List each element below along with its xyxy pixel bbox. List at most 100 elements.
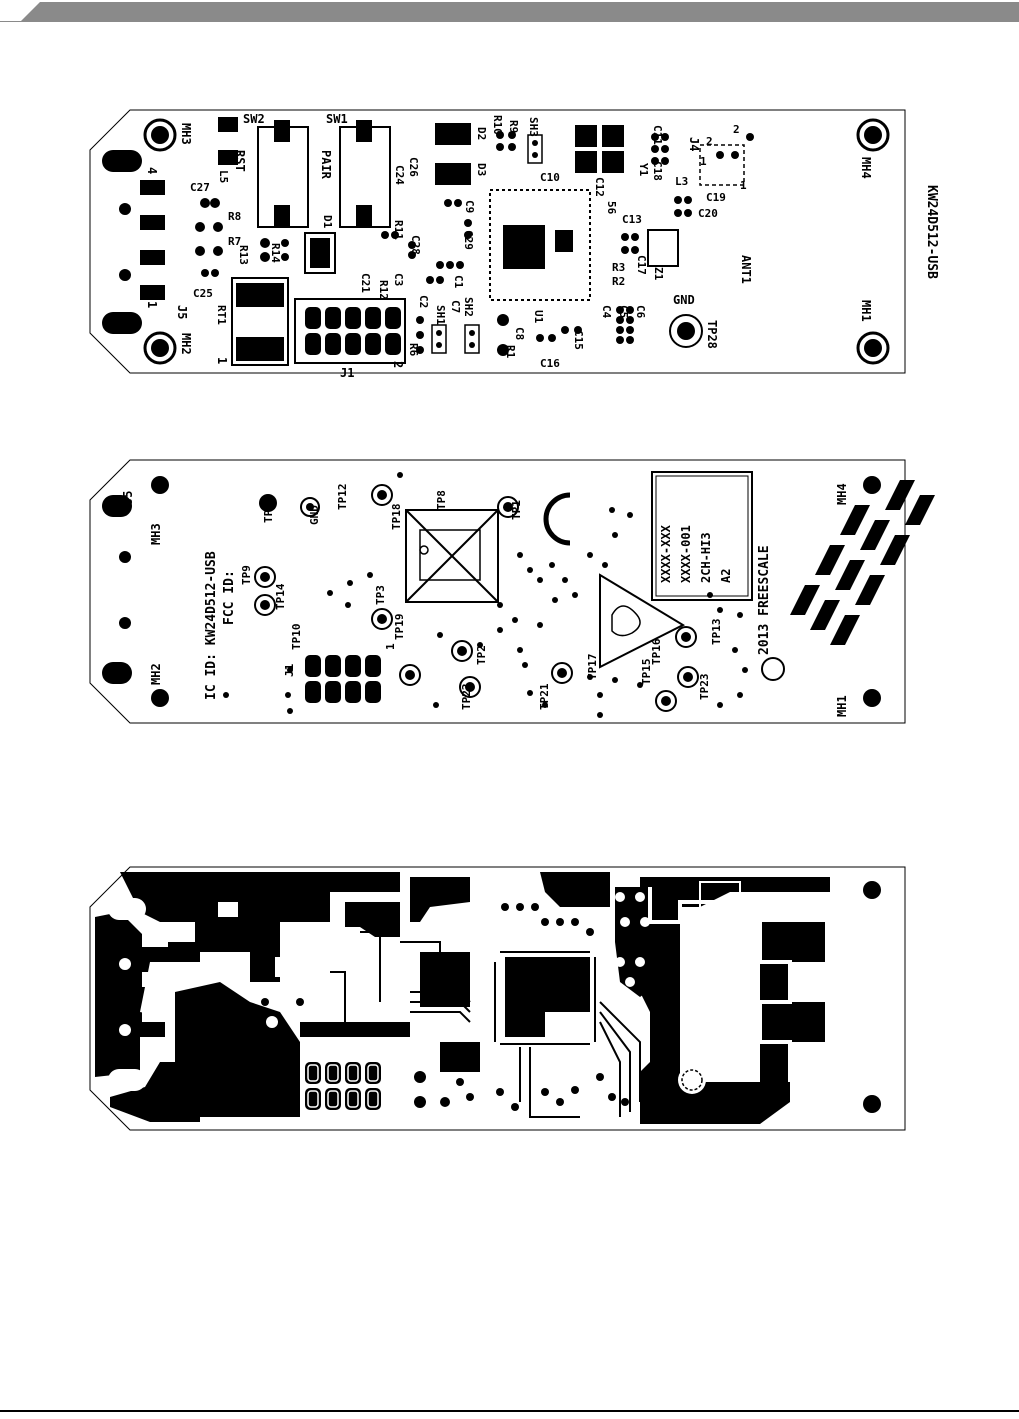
r6-label: R6 [407, 343, 420, 357]
c24-label: C24 [393, 165, 406, 185]
l5-label: L5 [217, 170, 230, 183]
c9-label: C9 [463, 200, 476, 213]
header-bar-shape [0, 2, 1019, 22]
r14-label: R14 [269, 243, 282, 263]
mounting-hole-icon [143, 118, 177, 152]
c29-label: C29 [462, 230, 475, 250]
board-outline [89, 109, 906, 374]
mh2-label: MH2 [179, 333, 193, 355]
c21-label: C21 [359, 273, 372, 293]
n1a-label: 1 [740, 179, 747, 192]
z1-label: Z1 [652, 267, 665, 281]
c5-label: C5 [617, 305, 630, 318]
board-title: KW24D512-USB [924, 185, 939, 279]
mh4-bottom-label: MH4 [835, 483, 849, 505]
header-bar [0, 0, 1019, 22]
r13-label: R13 [237, 245, 250, 265]
mh3-label: MH3 [179, 123, 193, 145]
c13-label: C13 [622, 213, 642, 226]
label-box-line3: XXXX-001 [679, 525, 693, 583]
freescale-logo-icon [790, 480, 935, 645]
c17-label: C17 [635, 255, 648, 275]
tp11-label: TP11 [262, 496, 275, 523]
pin1-label: 1 [145, 301, 159, 308]
n1b-label: 1 [700, 155, 707, 168]
d1-label: D1 [321, 215, 334, 229]
c18-label: C18 [651, 161, 664, 181]
c10-label: C10 [540, 171, 560, 184]
tp18-label: TP18 [390, 504, 403, 531]
r12-label: R12 [377, 280, 390, 300]
tp9-label: TP9 [240, 565, 253, 585]
c7-label: C7 [449, 300, 462, 313]
c28-label: C28 [409, 235, 422, 255]
rst-label: RST [233, 150, 247, 172]
n2b-label: 2 [706, 135, 713, 148]
tp1-label: TP1 [510, 500, 523, 520]
tp17-label: TP17 [586, 654, 599, 681]
copper-layer-board [89, 866, 906, 1131]
tp14-label: TP14 [274, 583, 287, 610]
d2-label: D2 [475, 127, 488, 140]
mh1-label: MH1 [859, 300, 873, 322]
j1-label: J1 [340, 366, 354, 380]
sh3-label: SH3 [527, 117, 540, 137]
label-box-line1: 2CH-HI3 [699, 532, 713, 583]
j1-pin1-label: 1 [215, 357, 229, 364]
mounting-hole-icon [856, 331, 890, 365]
r2-label: R2 [612, 275, 625, 288]
part-labels: C27 L5 R8 R7 R13 R14 C25 RT1 D1 R11 R12 … [190, 115, 747, 370]
mh4-label: MH4 [859, 157, 873, 179]
tp19-label: TP19 [393, 614, 406, 641]
c15-label: C15 [572, 330, 585, 350]
tp10-label: TP10 [290, 624, 303, 651]
sw1-label: SW1 [326, 112, 348, 126]
gnd-label: GND [673, 293, 695, 307]
r7-label: R7 [228, 235, 241, 248]
pair-label: PAIR [319, 150, 333, 180]
c56-label: 56 [605, 201, 618, 215]
c20-label: C20 [698, 207, 718, 220]
j1-pin2-label: 2 [391, 361, 405, 368]
c1-label: C1 [452, 275, 465, 289]
mh2-bottom-label: MH2 [149, 663, 163, 685]
c11-label: C11 [651, 125, 664, 145]
top-layer-board: KW24D512-USB ANT1 MH3 MH2 MH4 MH1 SW2 SW… [89, 109, 939, 380]
tp8-label: TP8 [435, 490, 448, 510]
c12-label: C12 [593, 177, 606, 197]
u1-label: U1 [532, 310, 545, 324]
tp12-label: TP12 [336, 484, 349, 511]
label-box-line2: XXXX-XXX [659, 524, 673, 583]
rt1-label: RT1 [215, 305, 228, 325]
tp28-label: TP28 [705, 320, 719, 349]
tp2-label: TP2 [475, 645, 488, 665]
j5-bottom-label: J5 [121, 491, 135, 505]
n2a-label: 2 [733, 123, 740, 136]
c6-label: C6 [634, 305, 647, 319]
mounting-hole-icon [856, 118, 890, 152]
ic-id-label: IC ID: KW24D512-USB [204, 551, 219, 700]
copyright-label: 2013 FREESCALE [757, 545, 772, 655]
c25-label: C25 [193, 287, 213, 300]
r9-label: R9 [507, 120, 520, 133]
mh3-bottom-label: MH3 [149, 523, 163, 545]
tp-labels: TP9 TP10 TP11 TP12 TP13 TP18 TP19 TP2 TP… [240, 484, 723, 711]
footer-rule [0, 1410, 1019, 1412]
j5-label: J5 [175, 305, 189, 319]
c8-label: C8 [513, 327, 526, 340]
c4-label: C4 [600, 305, 613, 319]
one-bottom-label: 1 [384, 643, 397, 650]
sh1-label: SH1 [434, 305, 447, 325]
pin4-label: 4 [145, 167, 159, 174]
r10-label: R10 [491, 115, 504, 135]
r8-label: R8 [228, 210, 241, 223]
sw2-label: SW2 [243, 112, 265, 126]
sh2-label: SH2 [462, 297, 475, 317]
j4-label: J4 [687, 137, 701, 151]
d3-label: D3 [475, 163, 488, 176]
r3-label: R3 [612, 261, 625, 274]
tp23-label: TP23 [698, 674, 711, 701]
c3-label: C3 [392, 273, 405, 286]
board-outline [89, 866, 906, 1131]
c2-label: C2 [417, 295, 430, 308]
